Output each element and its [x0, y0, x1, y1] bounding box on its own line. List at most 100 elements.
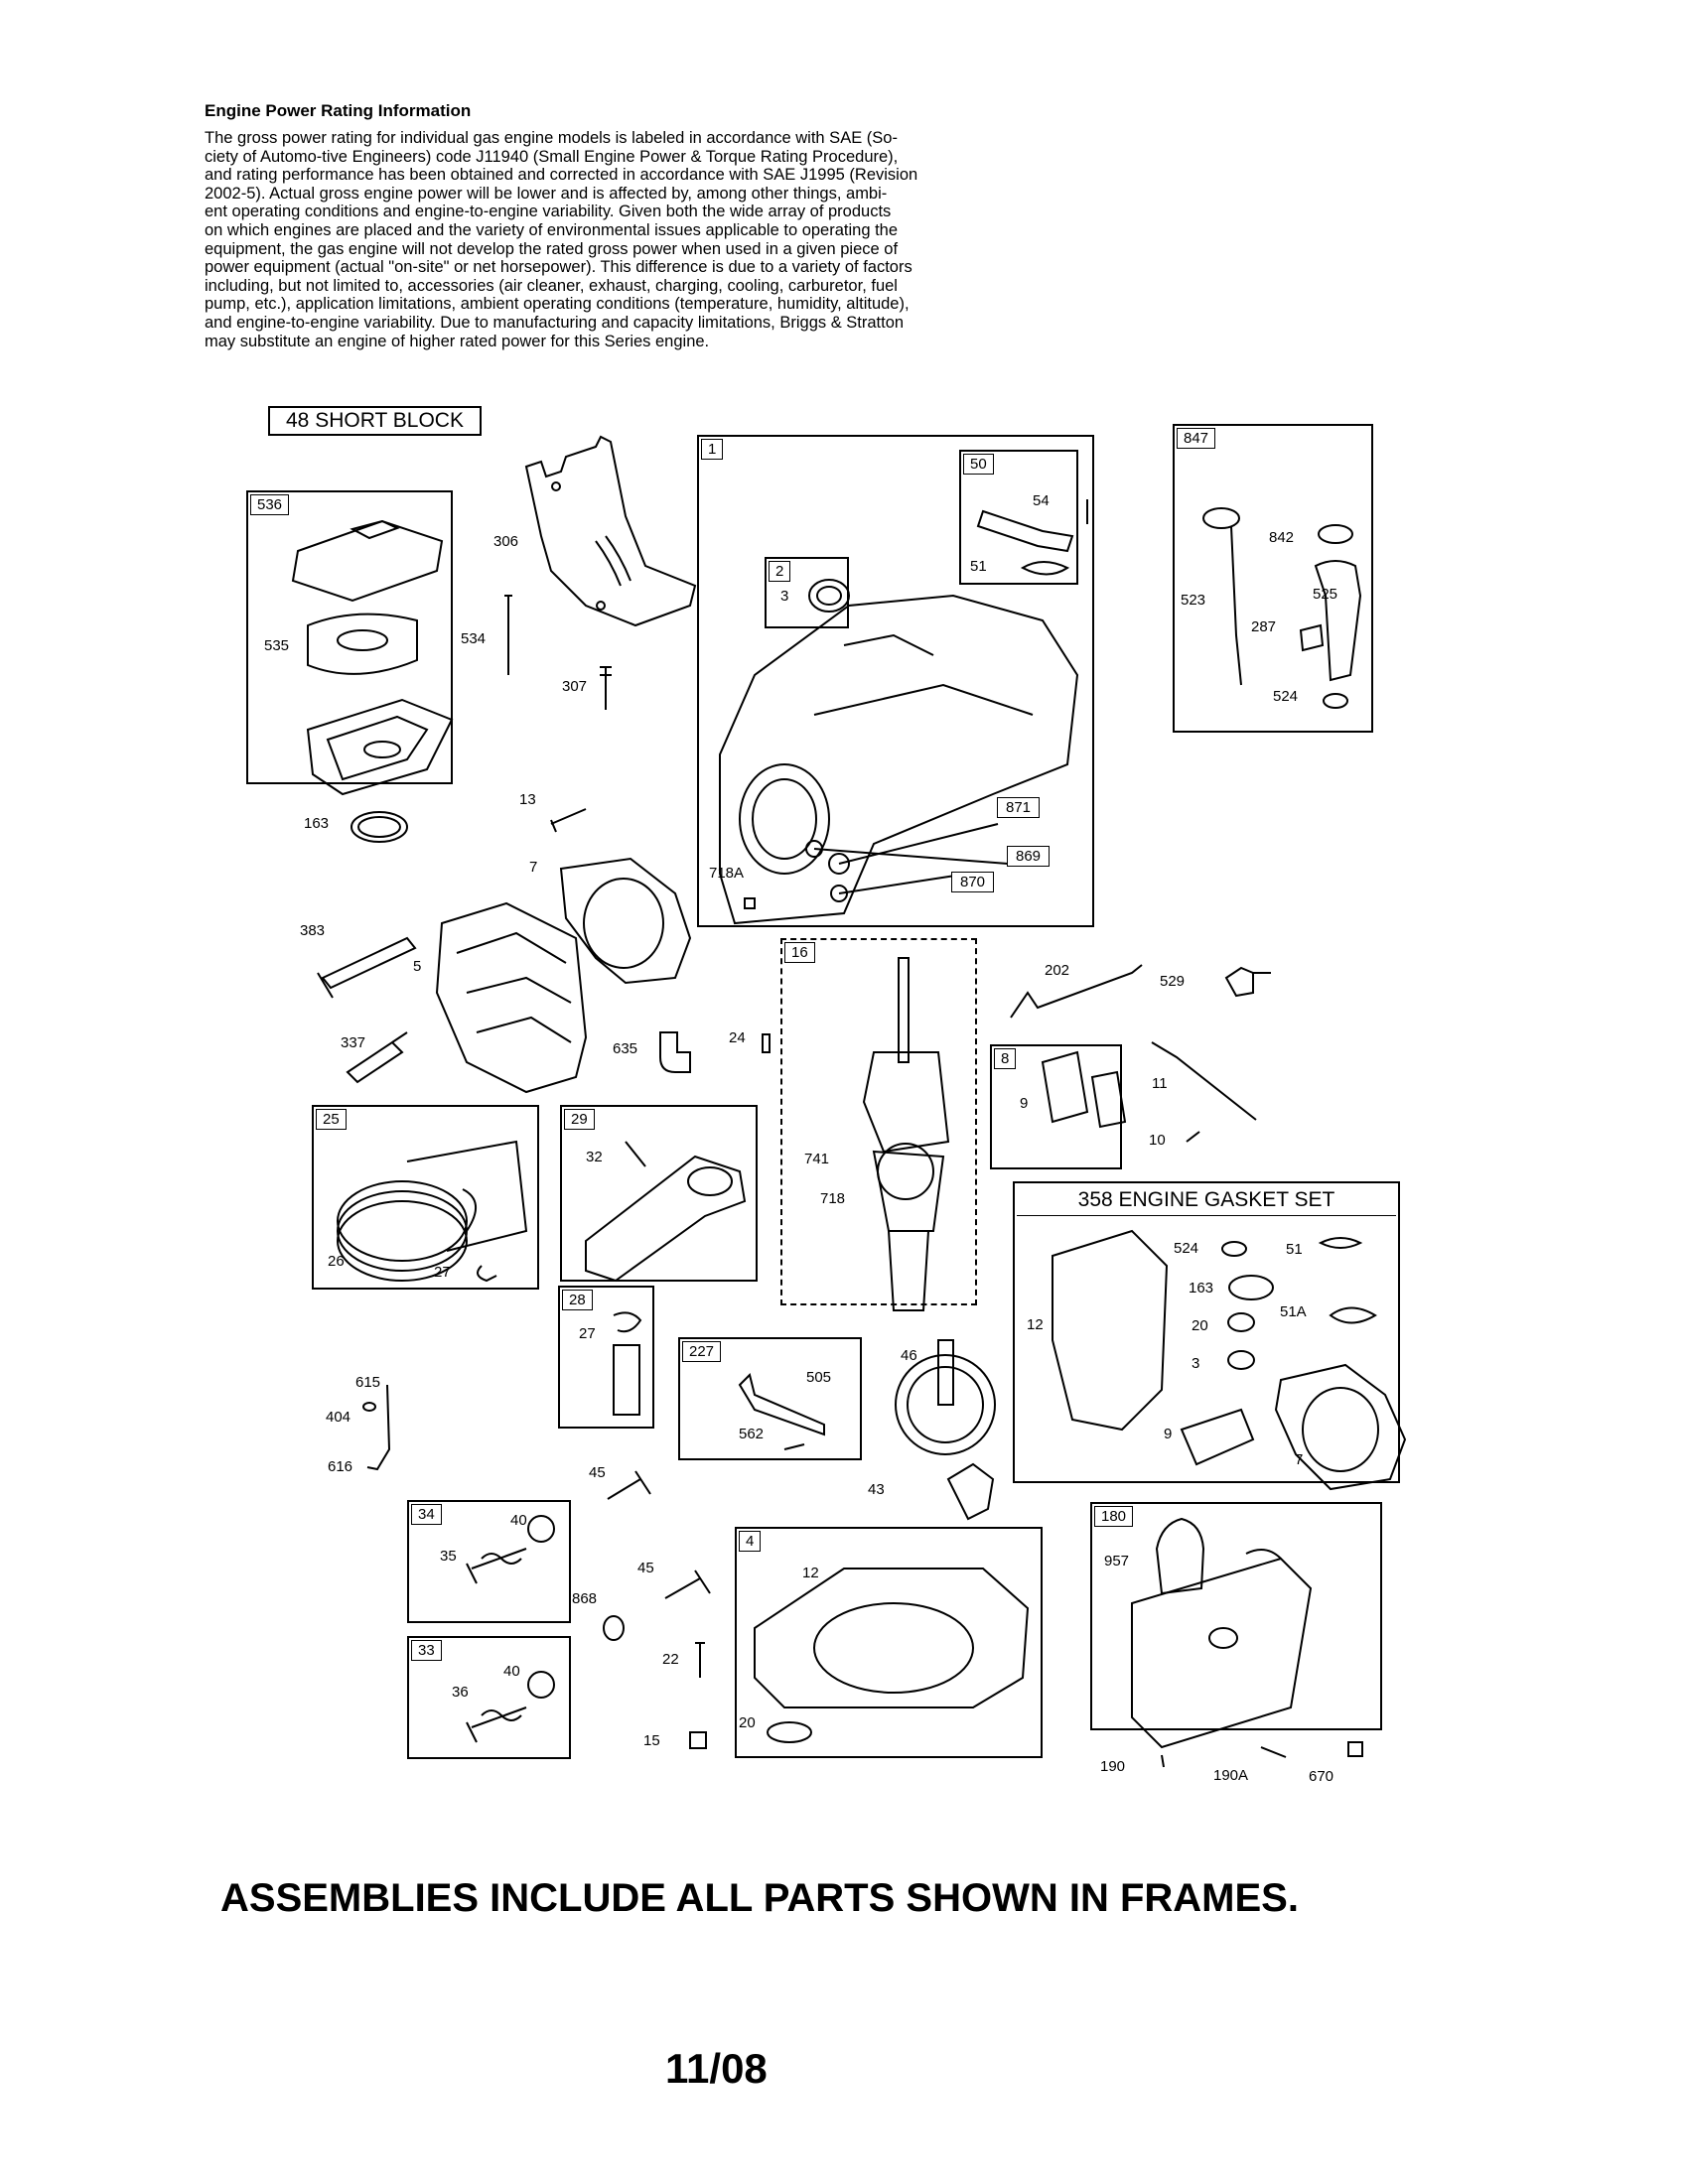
part-label-307: 307	[562, 678, 588, 695]
assemblies-note: ASSEMBLIES INCLUDE ALL PARTS SHOWN IN FR…	[220, 1876, 1299, 1920]
part-label-45: 45	[637, 1560, 654, 1576]
sump-4-drawing	[754, 1568, 1030, 1743]
wrist-pin-28-drawing	[613, 1311, 642, 1416]
callout-869: 869	[1007, 846, 1051, 867]
frame-id: 536	[250, 494, 290, 515]
part-label-190: 190	[1100, 1758, 1126, 1775]
part-label-27: 27	[579, 1325, 596, 1342]
part-label-535: 535	[264, 637, 290, 654]
part-label-51: 51	[970, 558, 987, 575]
part-label-718: 718	[820, 1190, 846, 1207]
part-label-24: 24	[729, 1029, 746, 1046]
cylinder-head-5-drawing	[435, 901, 588, 1094]
gasket-label-51A: 51A	[1280, 1303, 1307, 1320]
part-label-32: 32	[586, 1149, 603, 1165]
part-label-26: 26	[328, 1253, 345, 1270]
part-label-337: 337	[341, 1034, 366, 1051]
breather-50-drawing	[976, 509, 1074, 553]
part-label-3: 3	[780, 588, 789, 605]
part-label-43: 43	[868, 1481, 885, 1498]
paragraph-line: ciety of Automo-tive Engineers) code J11…	[205, 147, 899, 166]
part-label-741: 741	[804, 1151, 830, 1167]
frame-4: 4	[735, 1527, 1043, 1758]
frame-id: 25	[316, 1109, 347, 1130]
part-label-718A: 718A	[709, 865, 745, 882]
dowel-24-drawing	[762, 1033, 771, 1053]
gasket-label-524: 524	[1174, 1240, 1199, 1257]
gasket-label-9: 9	[1164, 1426, 1173, 1442]
part-label-13: 13	[519, 791, 536, 808]
frame-16: 16	[780, 938, 977, 1305]
air-filter-cover-drawing	[291, 519, 454, 796]
frame-25: 25	[312, 1105, 539, 1290]
part-label-670: 670	[1309, 1768, 1334, 1785]
frame-id: 29	[564, 1109, 595, 1130]
part-label-54: 54	[1033, 492, 1050, 509]
gasket-label-163: 163	[1189, 1280, 1214, 1297]
part-label-842: 842	[1269, 529, 1295, 546]
bolt-22-drawing	[695, 1642, 705, 1678]
muffler-180-drawing	[1131, 1517, 1313, 1749]
part-label-523: 523	[1181, 592, 1206, 609]
frame-id: 33	[411, 1640, 442, 1661]
part-label-525: 525	[1313, 586, 1338, 603]
callout-871: 871	[997, 797, 1041, 818]
paragraph-line: and rating performance has been obtained…	[205, 166, 918, 185]
part-label-35: 35	[440, 1548, 457, 1565]
link-202-drawing	[1010, 964, 1143, 1019]
short-block-title: 48 SHORT BLOCK	[268, 406, 482, 436]
shroud-shield-drawing	[524, 435, 697, 627]
crankshaft-16-drawing	[862, 957, 950, 1311]
paragraph-line: on which engines are placed and the vari…	[205, 220, 899, 239]
gasket-label-20: 20	[1192, 1317, 1208, 1334]
part-label-615: 615	[355, 1374, 381, 1391]
seal-163-drawing	[351, 811, 408, 843]
frame-2: 2	[765, 557, 849, 628]
frame-id: 8	[994, 1048, 1017, 1069]
frame-id: 2	[769, 561, 791, 582]
tool-383-drawing	[317, 936, 417, 999]
gasket-label-3: 3	[1192, 1355, 1200, 1372]
frame-536: 536	[246, 490, 453, 784]
page-title: Engine Power Rating Information	[205, 101, 472, 120]
paragraph-line: pump, etc.), application limitations, am…	[205, 295, 910, 314]
part-label-27: 27	[434, 1264, 451, 1281]
part-label-505: 505	[806, 1369, 832, 1386]
paragraph-line: may substitute an engine of higher rated…	[205, 332, 710, 350]
part-label-383: 383	[300, 922, 326, 939]
seal-3-drawing	[808, 579, 850, 613]
frame-id: 180	[1094, 1506, 1134, 1527]
valve-33-drawing	[466, 1671, 555, 1743]
callout-870: 870	[951, 872, 995, 892]
gasket-set-title: 358 ENGINE GASKET SET	[1017, 1185, 1396, 1216]
part-label-5: 5	[413, 958, 422, 975]
part-label-46: 46	[901, 1347, 917, 1364]
rod-616-drawing	[366, 1384, 391, 1471]
bolt-190-drawing	[1161, 1754, 1165, 1768]
nut-670-drawing	[1347, 1741, 1363, 1757]
plug-15-drawing	[689, 1731, 707, 1749]
part-label-957: 957	[1104, 1553, 1130, 1570]
part-label-163: 163	[304, 815, 330, 832]
frame-28: 28	[558, 1286, 654, 1429]
frame-id: 4	[739, 1531, 762, 1552]
piston-25-drawing	[337, 1140, 528, 1283]
part-label-45: 45	[589, 1464, 606, 1481]
frame-id: 847	[1177, 428, 1216, 449]
paragraph-line: and engine-to-engine variability. Due to…	[205, 313, 905, 332]
pin-45b-drawing	[664, 1570, 711, 1599]
gasket-set-drawing	[1052, 1229, 1407, 1491]
frame-180: 180	[1090, 1502, 1382, 1730]
part-label-7: 7	[529, 859, 538, 876]
frame-id: 227	[682, 1341, 722, 1362]
part-label-868: 868	[572, 1590, 598, 1607]
seal-868-drawing	[603, 1615, 625, 1641]
governor-43-drawing	[946, 1462, 995, 1521]
paragraph-line: 2002-5). Actual gross engine power will …	[205, 184, 888, 203]
part-label-22: 22	[662, 1651, 679, 1668]
bolt-534-drawing	[504, 595, 512, 675]
paragraph-line: ent operating conditions and engine-to-e…	[205, 203, 892, 221]
paragraph-line: The gross power rating for individual ga…	[205, 129, 898, 147]
paragraph-line: equipment, the gas engine will not devel…	[205, 239, 899, 258]
